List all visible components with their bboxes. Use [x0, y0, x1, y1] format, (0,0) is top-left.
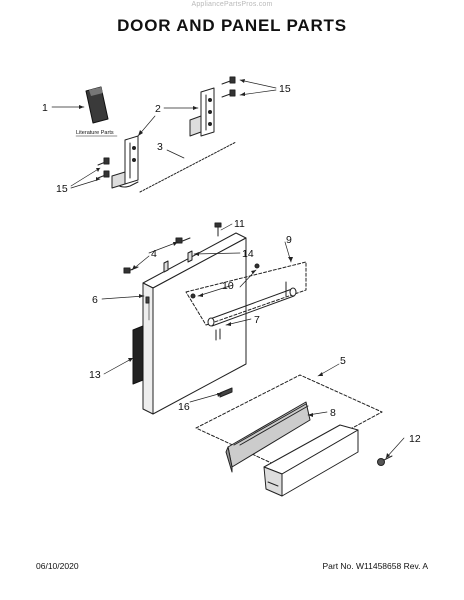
- callout-16: 16: [178, 401, 190, 413]
- callout-10: 10: [222, 280, 234, 292]
- screws-left: [97, 157, 110, 179]
- toe-kick-insulation: [225, 401, 311, 473]
- callout-7: 7: [254, 314, 260, 326]
- panel-insert: [132, 325, 144, 385]
- door-clip: [163, 250, 193, 273]
- callout-13: 13: [89, 369, 101, 381]
- callout-12: 12: [409, 433, 421, 445]
- handle-outline: [185, 261, 307, 326]
- callout-4: 4: [151, 248, 157, 260]
- callout-11: 11: [234, 218, 245, 230]
- literature-booklet: [85, 86, 109, 124]
- toe-kick-panel: [263, 424, 359, 497]
- toe-kick-screw: [377, 455, 393, 466]
- callout-5: 5: [340, 355, 346, 367]
- door-handle: [207, 281, 297, 327]
- page-title: DOOR AND PANEL PARTS: [117, 16, 347, 35]
- hinge-bracket-left: [111, 135, 139, 189]
- callout-14: 14: [242, 248, 254, 260]
- literature-label: Literature Parts: [76, 130, 114, 136]
- callout-1: 1: [42, 102, 48, 114]
- screws-top: [221, 76, 236, 98]
- handle-screws: [190, 263, 260, 341]
- hinge-bracket-right: [189, 87, 215, 137]
- watermark-text: AppliancePartsPros.com: [191, 1, 273, 8]
- callout-15-top: 15: [279, 83, 291, 95]
- door-rod: [139, 141, 237, 193]
- callout-3: 3: [157, 141, 163, 153]
- top-screw: [214, 222, 222, 237]
- door-panel: [142, 232, 247, 415]
- door-spring: [219, 387, 233, 398]
- callout-6: 6: [92, 294, 98, 306]
- callout-9: 9: [286, 234, 292, 246]
- callout-8: 8: [330, 407, 336, 419]
- footer-part-number: Part No. W11458658 Rev. A: [322, 561, 428, 571]
- callout-15-left: 15: [56, 183, 68, 195]
- footer-date: 06/10/2020: [36, 561, 79, 571]
- callout-2: 2: [155, 103, 161, 115]
